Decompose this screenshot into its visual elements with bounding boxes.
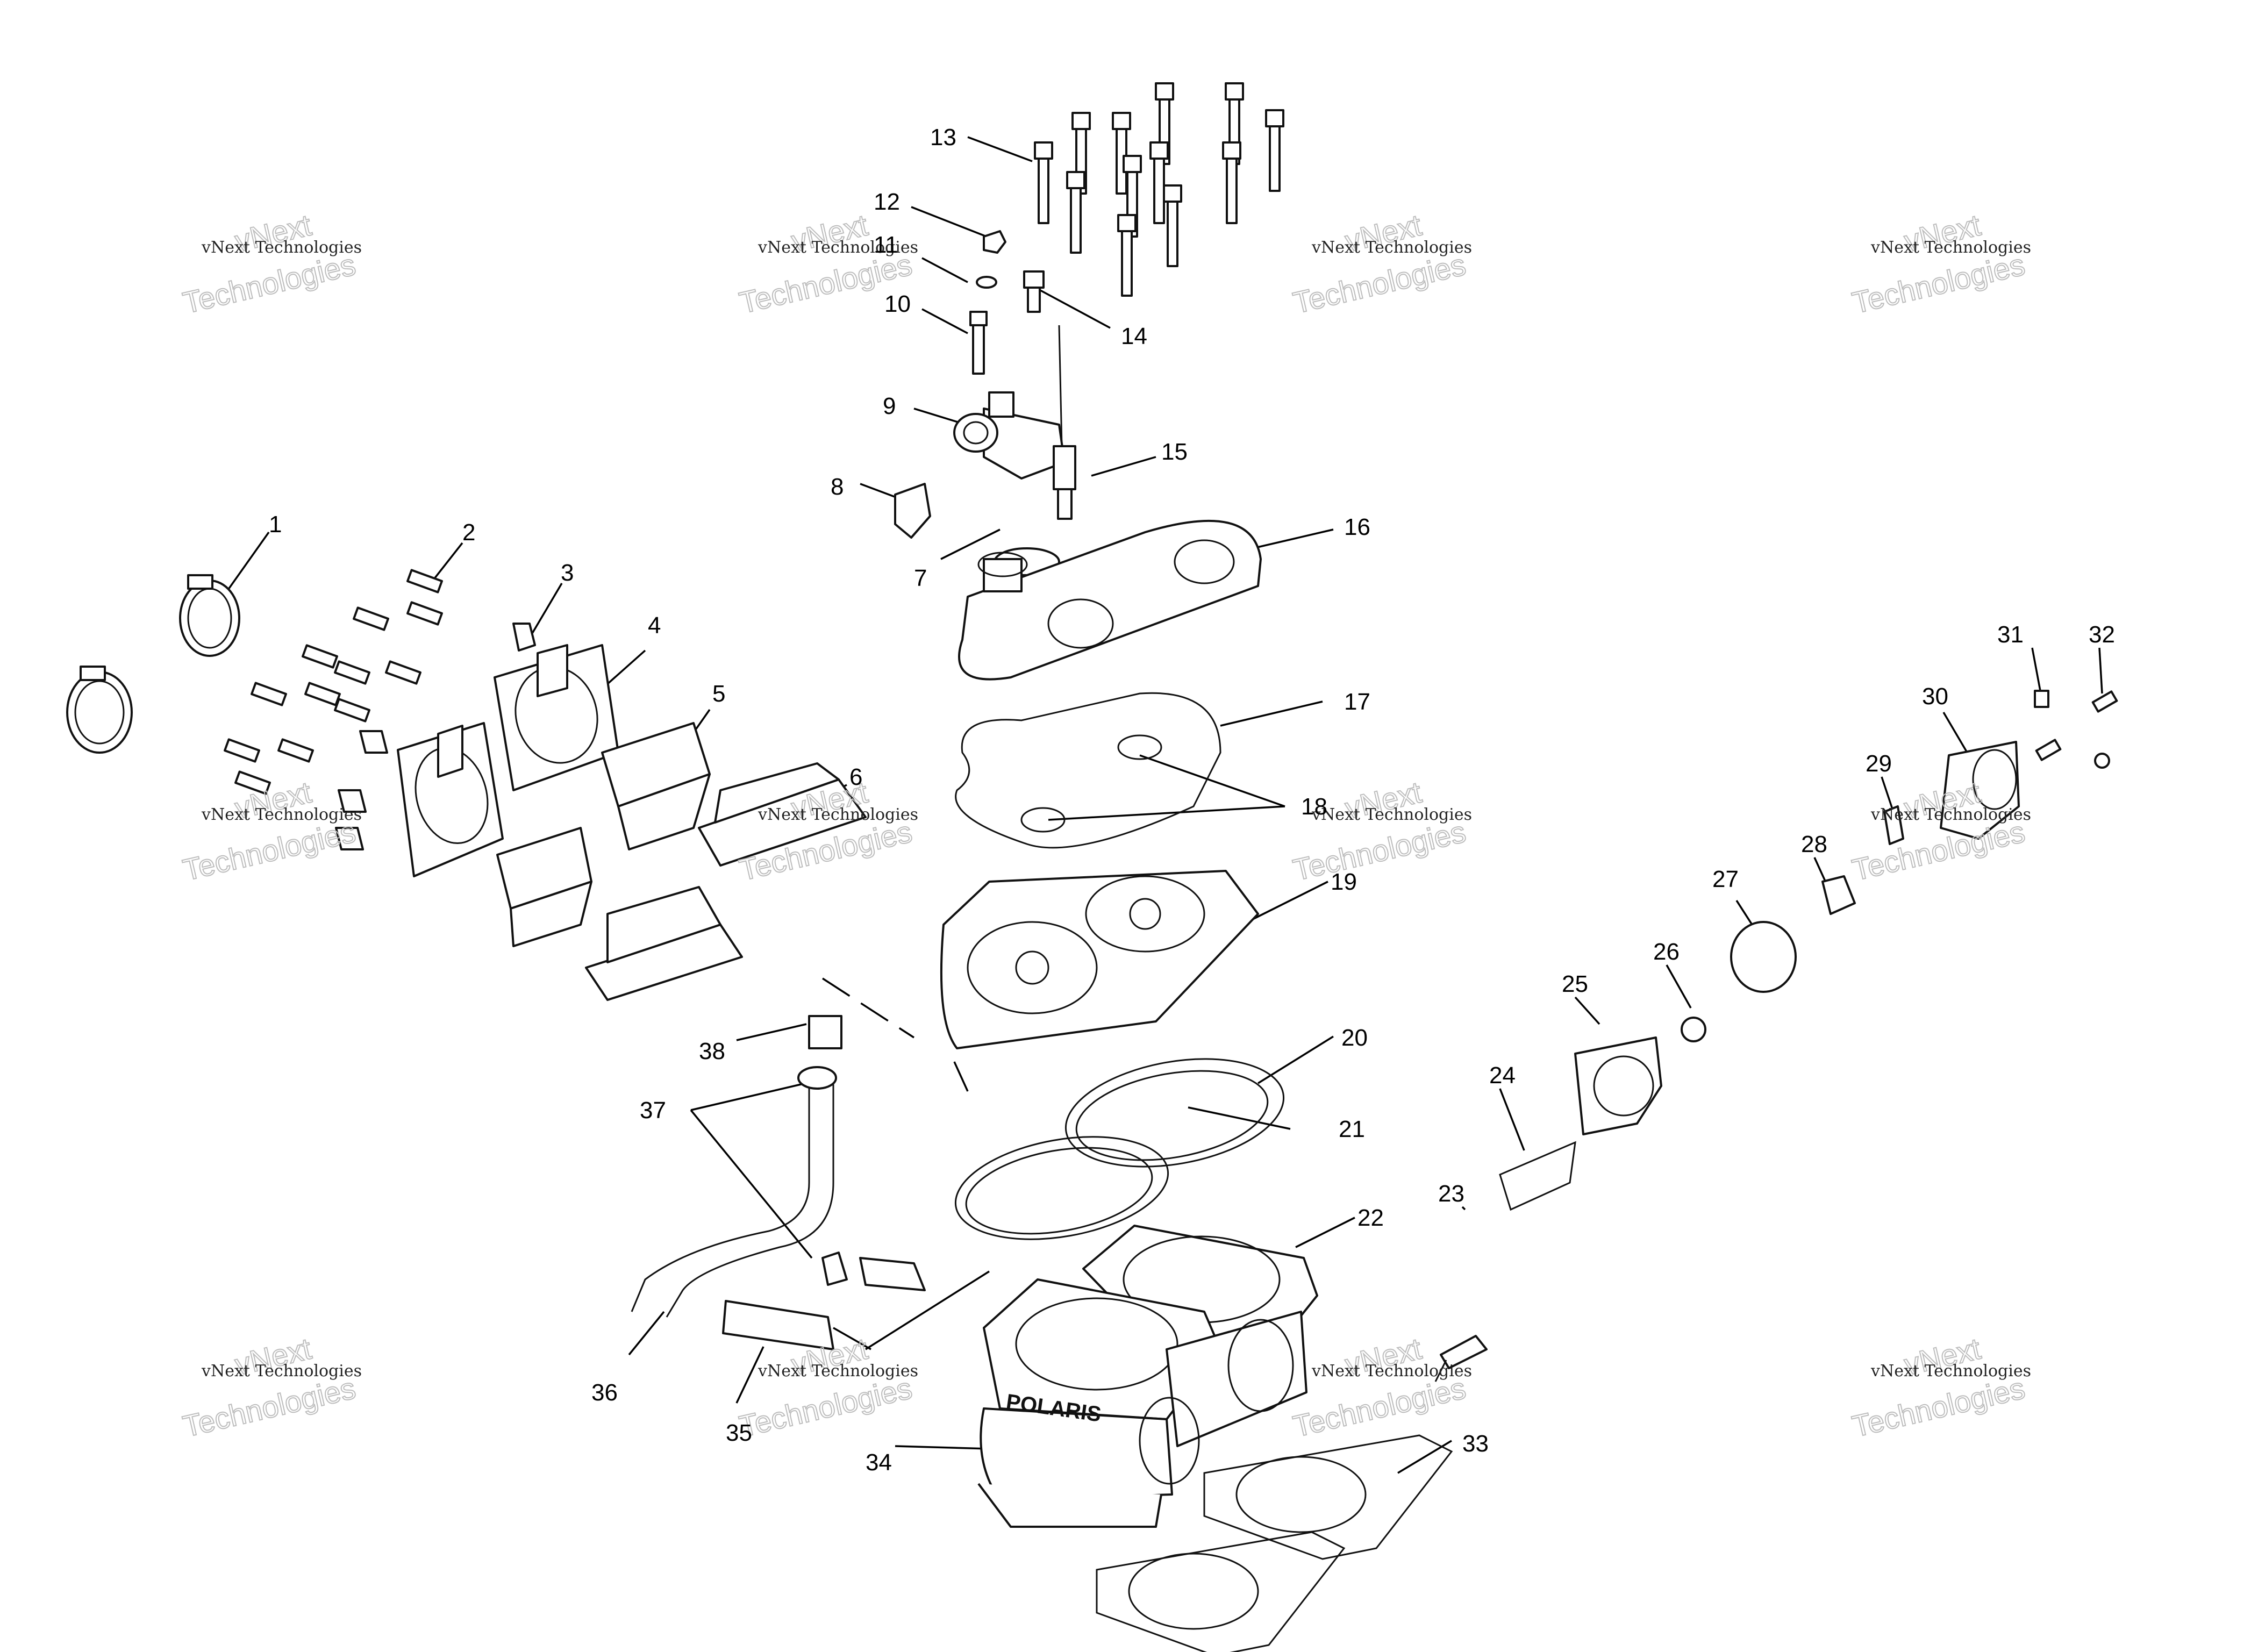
- svg-text:vNext Technologies: vNext Technologies: [1311, 238, 1472, 257]
- base-gaskets: [1096, 1434, 1453, 1652]
- callout-16: 16: [1344, 514, 1370, 540]
- svg-text:Technologies: Technologies: [1849, 247, 2028, 320]
- svg-text:vNext Technologies: vNext Technologies: [758, 1362, 918, 1381]
- callout-19: 19: [1331, 869, 1357, 895]
- temp-sensor: [1053, 325, 1076, 520]
- callout-6: 6: [849, 764, 862, 790]
- head-bolts: [1034, 82, 1284, 297]
- svg-text:vNext Technologies: vNext Technologies: [1870, 805, 2031, 824]
- head-gasket: [955, 692, 1221, 849]
- callout-7: 7: [914, 565, 927, 591]
- cylinder-head-cover: [958, 519, 1262, 681]
- watermark-4: vNext vNext Technologies Technologies: [1848, 208, 2031, 320]
- reed-valve-housings: [397, 644, 619, 877]
- water-pump-cover: [1940, 690, 2118, 840]
- callout-28: 28: [1801, 831, 1827, 857]
- svg-text:Technologies: Technologies: [1849, 814, 2028, 887]
- callout-15: 15: [1161, 439, 1188, 465]
- callout-8: 8: [831, 474, 844, 500]
- callout-34: 34: [866, 1449, 892, 1476]
- watermark-12: vNext vNext Technologies Technologies: [1848, 1331, 2031, 1444]
- water-pump-assembly: [1434, 805, 1904, 1382]
- svg-text:vNext Technologies: vNext Technologies: [758, 805, 918, 824]
- o-rings: [954, 1058, 1285, 1240]
- svg-text:vNext Technologies: vNext Technologies: [758, 238, 918, 257]
- watermark-7: vNext vNext Technologies Technologies: [1289, 775, 1472, 888]
- callout-10: 10: [884, 291, 911, 317]
- callout-17: 17: [1344, 689, 1370, 715]
- cylinder-block: [977, 1225, 1318, 1528]
- callout-35: 35: [726, 1420, 752, 1446]
- svg-text:vNext Technologies: vNext Technologies: [1311, 805, 1472, 824]
- callout-20: 20: [1341, 1025, 1368, 1051]
- svg-text:Technologies: Technologies: [180, 814, 359, 887]
- callout-labels: 1 2 3 4 5 6 7 8 9 10 11 12 13 14 15 16 1…: [269, 124, 2115, 1476]
- reed-cages: [585, 762, 867, 1001]
- callout-37: 37: [640, 1097, 666, 1124]
- callout-3: 3: [561, 560, 574, 586]
- bolt-set-left: [224, 569, 536, 850]
- watermark-1: vNext vNext Technologies Technologies: [179, 208, 362, 320]
- watermark-3: vNext vNext Technologies Technologies: [1289, 208, 1472, 320]
- thermostat-housing: [953, 391, 1066, 480]
- svg-text:Technologies: Technologies: [180, 1371, 359, 1443]
- callout-31: 31: [1997, 621, 2024, 648]
- svg-text:vNext Technologies: vNext Technologies: [1311, 1362, 1472, 1381]
- callout-27: 27: [1712, 866, 1739, 892]
- callout-22: 22: [1357, 1205, 1384, 1231]
- callout-29: 29: [1866, 750, 1892, 777]
- callout-30: 30: [1922, 683, 1948, 710]
- watermark-9: vNext vNext Technologies Technologies: [179, 1331, 362, 1444]
- callout-14: 14: [1121, 323, 1147, 349]
- svg-text:vNext Technologies: vNext Technologies: [201, 238, 362, 257]
- svg-text:Technologies: Technologies: [1290, 247, 1469, 320]
- callout-38: 38: [699, 1038, 725, 1064]
- hose-clamps: [66, 574, 240, 754]
- callout-26: 26: [1653, 939, 1680, 965]
- svg-text:vNext Technologies: vNext Technologies: [201, 1362, 362, 1381]
- callout-18: 18: [1301, 793, 1327, 820]
- callout-23: 23: [1438, 1181, 1464, 1207]
- watermark-11: vNext vNext Technologies Technologies: [1289, 1331, 1472, 1444]
- callout-1: 1: [269, 511, 282, 538]
- svg-text:Technologies: Technologies: [1290, 1371, 1469, 1443]
- callout-2: 2: [462, 519, 475, 546]
- reed-stuffers: [496, 722, 711, 947]
- thermostat: [894, 483, 1060, 576]
- callout-13: 13: [930, 124, 956, 151]
- callout-33: 33: [1462, 1431, 1489, 1457]
- svg-text:vNext Technologies: vNext Technologies: [1870, 238, 2031, 257]
- svg-text:Technologies: Technologies: [736, 1371, 915, 1443]
- callout-21: 21: [1339, 1116, 1365, 1142]
- callout-9: 9: [883, 393, 896, 419]
- watermarks: vNext vNext Technologies Technologies vN…: [179, 208, 2031, 1444]
- callout-36: 36: [591, 1379, 618, 1406]
- svg-text:Technologies: Technologies: [1290, 814, 1469, 887]
- callout-11: 11: [874, 232, 898, 258]
- callout-12: 12: [874, 189, 900, 215]
- watermark-5: vNext vNext Technologies Technologies: [179, 775, 362, 888]
- callout-25: 25: [1562, 971, 1588, 997]
- svg-text:vNext Technologies: vNext Technologies: [1870, 1362, 2031, 1381]
- coolant-hose-assembly: [631, 1015, 926, 1350]
- small-fasteners-top: [969, 230, 1045, 375]
- svg-text:Technologies: Technologies: [180, 247, 359, 320]
- svg-text:vNext Technologies: vNext Technologies: [201, 805, 362, 824]
- callout-24: 24: [1489, 1062, 1516, 1089]
- callout-5: 5: [712, 681, 725, 707]
- svg-text:Technologies: Technologies: [1849, 1371, 2028, 1443]
- cylinder-head: [940, 870, 1259, 1049]
- callout-32: 32: [2089, 621, 2115, 648]
- callout-4: 4: [648, 612, 661, 639]
